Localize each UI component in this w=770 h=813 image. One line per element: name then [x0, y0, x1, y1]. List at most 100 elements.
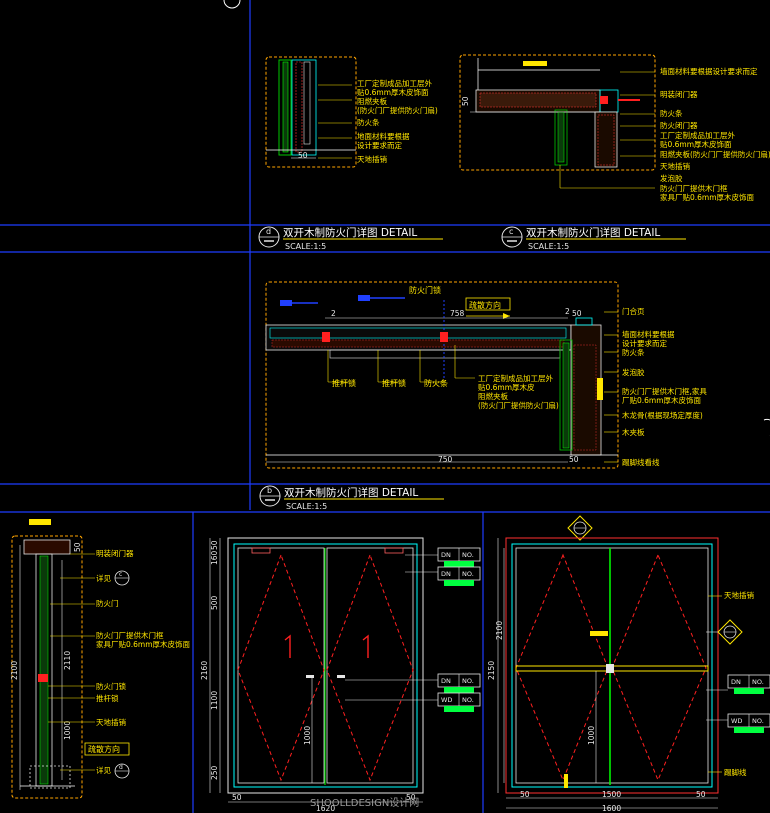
- elevation-back-dim-side-left: 50: [520, 790, 530, 799]
- detail-c: 50 墙面材料要根据设计要求而定 明装闭门器 防火条 防火闭门器 工厂定制成品加…: [459, 54, 770, 202]
- detail-b-left-note-0: 推杆锁: [332, 378, 356, 388]
- detail-b-right-note-4: 发泡胶: [622, 367, 645, 377]
- detail-d-title: 双开木制防火门详图 DETAIL: [283, 226, 417, 239]
- detail-b-title: 双开木制防火门详图 DETAIL: [284, 486, 418, 499]
- detail-b-dim-small: 2: [331, 309, 336, 318]
- door-tag-1: DN NO.: [437, 566, 481, 586]
- detail-d-note-2: 阻燃夹板: [357, 96, 387, 106]
- door-tag-back-0-no: NO.: [752, 678, 764, 686]
- detail-b-marker: b: [267, 486, 272, 495]
- detail-b-right-note-7: 木龙骨(根据现场定厚度): [622, 410, 703, 420]
- elevation-front-dim-handle: 1000: [303, 726, 312, 745]
- detail-c-note-3: 防火闭门器: [660, 120, 698, 130]
- detail-c-note-0: 墙面材料要根据设计要求而定: [660, 66, 758, 76]
- elevation-front-dim-side-left: 50: [232, 793, 242, 802]
- section-left-note-0: 明装闭门器: [96, 548, 134, 558]
- section-left-note-4: 家具厂贴0.6mm厚木皮饰面: [96, 639, 191, 649]
- detail-c-note-8: 发泡胶: [660, 173, 683, 183]
- detail-b-right-note-3: 防火条: [622, 347, 645, 357]
- detail-c-title: 双开木制防火门详图 DETAIL: [526, 226, 660, 239]
- elevation-back-dim-side-right: 50: [696, 790, 706, 799]
- detail-b-center-note-2: 阻燃夹板: [478, 391, 508, 401]
- detail-b-left-note-1: 推杆锁: [382, 378, 406, 388]
- detail-c-note-6: 阻燃夹板(防火门厂提供防火门扇): [660, 149, 770, 159]
- detail-b-dim-side-bottom: 50: [569, 455, 579, 464]
- detail-b-right-note-0: 门合页: [622, 306, 645, 316]
- detail-b-title-block: b 双开木制防火门详图 DETAIL SCALE:1:5: [259, 485, 444, 511]
- detail-b-left-note-2: 防火条: [424, 378, 448, 388]
- detail-b-right-note-1: 墙面材料要根据: [622, 329, 675, 339]
- door-tag-0-dn: DN: [441, 551, 451, 559]
- section-left-dim-inner: 2110: [63, 651, 72, 670]
- detail-b: 防火门锁 疏散方向 758 2 2 750 50 50: [265, 281, 707, 469]
- door-tag-back-1: WD NO.: [727, 713, 770, 733]
- detail-d-note-4: 防火条: [357, 117, 380, 127]
- elevation-front-dim-side-right: 50: [406, 793, 416, 802]
- section-left-direction: 疏散方向: [88, 744, 120, 754]
- door-tag-back-0-dn: DN: [731, 678, 741, 686]
- elevation-front-dim-width: 1620: [316, 804, 335, 813]
- detail-c-marker: c: [509, 227, 513, 236]
- detail-b-dim-small-right: 2: [565, 307, 570, 316]
- door-tag-3-dn: WD: [441, 696, 452, 704]
- door-tag-2-dn: DN: [441, 677, 451, 685]
- elevation-front-dim-left-0: 50: [210, 540, 219, 550]
- detail-b-dim-bottom: 750: [438, 455, 453, 464]
- door-tag-3: WD NO.: [437, 692, 481, 712]
- detail-c-scale: SCALE:1:5: [528, 242, 569, 251]
- detail-b-right-note-8: 木夹板: [622, 427, 645, 437]
- door-tag-back-1-dn: WD: [731, 717, 742, 725]
- detail-c-note-10: 家具厂贴0.6mm厚木皮饰面: [660, 192, 755, 202]
- door-tag-back-1-no: NO.: [752, 717, 764, 725]
- detail-b-direction: 疏散方向: [469, 300, 501, 310]
- detail-b-dim-side-top: 50: [572, 309, 582, 318]
- section-left-callout-top: c: [119, 571, 122, 578]
- elevation-front-dim-left-1: 160: [210, 550, 219, 565]
- detail-d-note-0: 工厂定制成品加工层外: [357, 78, 432, 88]
- detail-c-note-9: 防火门厂提供木门框: [660, 183, 728, 193]
- door-tag-2: DN NO.: [437, 673, 481, 693]
- detail-c-note-7: 天地插销: [660, 161, 690, 171]
- detail-c-note-5: 贴0.6mm厚木皮饰面: [660, 139, 732, 149]
- elevation-back-dim-width-inner: 1500: [602, 790, 621, 799]
- detail-b-right-note-9: 踢脚线看线: [622, 457, 660, 467]
- detail-d-note-1: 贴0.6mm厚木皮饰面: [357, 87, 429, 97]
- elevation-back-note-0: 天地插销: [724, 590, 754, 600]
- section-left-callout-bottom: d: [119, 764, 123, 771]
- elevation-front-dim-left-3: 1100: [210, 691, 219, 710]
- detail-c-title-block: c 双开木制防火门详图 DETAIL SCALE:1:5: [501, 226, 686, 251]
- detail-b-center-note-1: 贴0.6mm厚木皮: [478, 382, 535, 392]
- door-tag-back-0: DN NO.: [727, 674, 770, 694]
- elevation-front-dim-left-4: 250: [210, 765, 219, 780]
- section-left-note-3: 防火门厂提供木门框: [96, 630, 164, 640]
- elevation-back-dim-width: 1600: [602, 804, 621, 813]
- detail-c-note-4: 工厂定制成品加工层外: [660, 130, 735, 140]
- elevation-back-dim-height: 2150: [487, 661, 496, 680]
- detail-d-dim: 50: [298, 151, 308, 160]
- door-tag-1-dn: DN: [441, 570, 451, 578]
- section-left-dim-low: 1000: [63, 721, 72, 740]
- section-left-note-7: 天地插销: [96, 717, 126, 727]
- detail-d-marker: d: [266, 227, 271, 236]
- elevation-front: 1 50 160 500 1100 250 2160 1000 50 50 16…: [200, 537, 481, 813]
- elevation-back: 2150 2100 1000 50 50 1500 1600 天地插销 踢脚线 …: [487, 515, 770, 813]
- detail-d: 50 工厂定制成品加工层外 贴0.6mm厚木皮饰面 阻燃夹板 (防火门厂提供防火…: [265, 56, 438, 168]
- door-tag-0: DN NO.: [437, 547, 481, 567]
- detail-d-note-5: 地面材料要根据: [357, 131, 410, 141]
- detail-d-note-6: 设计要求而定: [357, 140, 402, 150]
- watermark: SHOOLLDESIGN设计网: [310, 796, 419, 809]
- section-left-note-5: 防火门锁: [96, 681, 126, 691]
- detail-d-note-3: (防火门厂提供防火门扇): [357, 105, 438, 115]
- section-left: 2100 2110 1000 50 明装闭门器 详见 c 防火门 防火门厂提供木…: [10, 519, 191, 799]
- door-tag-2-no: NO.: [462, 677, 474, 685]
- section-left-note-6: 推杆锁: [96, 693, 119, 703]
- detail-c-note-2: 防火条: [660, 108, 683, 118]
- section-left-dim-total: 2100: [10, 661, 19, 680]
- detail-b-right-note-6: 厂贴0.6mm厚木皮饰面: [622, 395, 702, 405]
- elevation-back-dim-inner: 2100: [495, 621, 504, 640]
- detail-d-title-block: d 双开木制防火门详图 DETAIL SCALE:1:5: [258, 226, 443, 251]
- detail-b-right-note-2: 设计要求而定: [622, 338, 667, 348]
- detail-b-right-note-5: 防火门厂提供木门框,家具: [622, 386, 707, 396]
